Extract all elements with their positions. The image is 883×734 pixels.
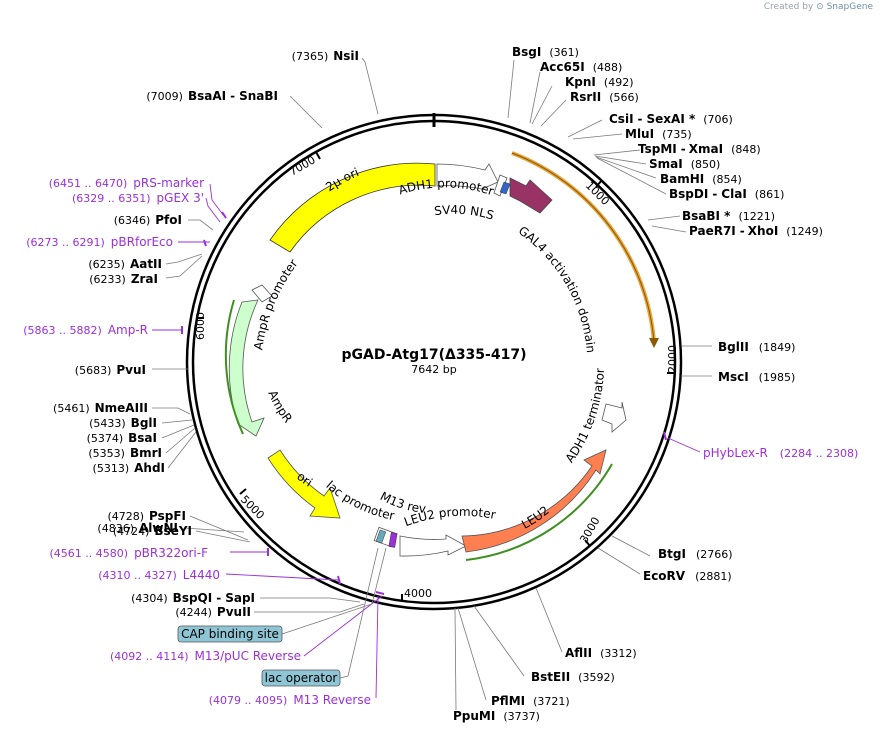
site-ahdi[interactable]: (5313)AhdI bbox=[93, 461, 165, 475]
tick-7000 bbox=[315, 151, 321, 160]
gal4-orf-arrowhead bbox=[649, 338, 659, 348]
feature-nls-marker bbox=[499, 181, 511, 195]
site-tspmi-xmai[interactable]: TspMI-XmaI(848) bbox=[638, 142, 761, 156]
lac-operator-leader bbox=[339, 547, 379, 679]
site-aflii[interactable]: AflII(3312) bbox=[565, 646, 637, 660]
snapgene-credit: Created by ⊙ SnapGene bbox=[764, 2, 873, 12]
site-bsgi[interactable]: BsgI(361) bbox=[512, 45, 579, 59]
site-rsrii[interactable]: RsrII(566) bbox=[570, 90, 639, 104]
site-zrai[interactable]: (6233)ZraI bbox=[89, 272, 158, 286]
primer-pgex3[interactable]: (6329 .. 6351)pGEX 3' bbox=[72, 191, 204, 205]
feature-adh1-terminator bbox=[601, 401, 627, 433]
site-ppumi[interactable]: PpuMI(3737) bbox=[453, 709, 540, 723]
primer-m13-puc-reverse[interactable]: (4092 .. 4114)M13/pUC Reverse bbox=[110, 649, 301, 663]
label-ampr-promoter: AmpR promoter bbox=[251, 257, 300, 351]
feature-m13-rev-block bbox=[388, 532, 398, 548]
plasmid-title: pGAD-Atg17(Δ335-417) bbox=[342, 347, 527, 363]
tick-label-6000: 6000 bbox=[194, 312, 207, 340]
ampr-orf-marker bbox=[224, 299, 244, 435]
site-bgli[interactable]: (5433)BglI bbox=[89, 416, 157, 430]
primer-amp-r[interactable]: (5863 .. 5882)Amp-R bbox=[23, 323, 148, 337]
enzyme-leaders bbox=[152, 57, 712, 711]
enzyme-labels-left: (7365)NsiI (7009)BsaAI-SnaBI (6346)PfoI … bbox=[53, 49, 359, 619]
cap-site-label: CAP binding site bbox=[181, 627, 279, 641]
primer-phyblex-r[interactable]: pHybLex-R(2284 .. 2308) bbox=[703, 446, 858, 460]
cap-site-box[interactable] bbox=[177, 625, 283, 643]
primer-pbrforeco[interactable]: (6273 .. 6291)pBRforEco bbox=[26, 235, 173, 249]
cap-site-leader bbox=[281, 547, 387, 635]
tick-label-3000: 3000 bbox=[577, 515, 602, 546]
primer-l4440[interactable]: (4310 .. 4327)L4440 bbox=[98, 568, 220, 582]
feature-leu2-promoter bbox=[399, 534, 467, 557]
site-kpni[interactable]: KpnI(492) bbox=[565, 75, 634, 89]
snapgene-logo: ⊙ bbox=[816, 2, 824, 12]
gal4-orf-core bbox=[511, 152, 655, 343]
label-ampr: AmpR bbox=[265, 388, 295, 425]
feature-ampr-promoter bbox=[251, 284, 273, 303]
site-ecorv[interactable]: EcoRV(2881) bbox=[643, 569, 732, 583]
site-msci[interactable]: MscI(1985) bbox=[718, 370, 795, 384]
site-bseyi[interactable]: (4724)BseYI bbox=[113, 524, 192, 538]
feature-gal4-activation-domain bbox=[509, 177, 553, 214]
site-pspfi[interactable]: (4728)PspFI bbox=[107, 509, 186, 523]
feature-ori bbox=[267, 449, 341, 519]
site-pfoi[interactable]: (6346)PfoI bbox=[114, 213, 182, 227]
site-smai[interactable]: SmaI(850) bbox=[649, 157, 720, 171]
label-adh1-terminator: ADH1 terminator bbox=[563, 368, 607, 465]
site-pflmi[interactable]: PflMI(3721) bbox=[491, 694, 570, 708]
site-nsii[interactable]: (7365)NsiI bbox=[292, 49, 359, 63]
plasmid-size: 7642 bp bbox=[411, 363, 456, 376]
primer-prs-marker[interactable]: (6451 .. 6470)pRS-marker bbox=[49, 176, 204, 190]
primer-leaders bbox=[152, 183, 701, 699]
site-bsai[interactable]: (5374)BsaI bbox=[87, 431, 157, 445]
tick-3000 bbox=[584, 539, 591, 547]
site-aatii[interactable]: (6235)AatII bbox=[88, 257, 162, 271]
site-bsabi[interactable]: BsaBI *(1221) bbox=[682, 209, 775, 223]
site-alwni[interactable]: (4836)AlwNI bbox=[97, 521, 178, 535]
primer-pbr322ori-f[interactable]: (4561 .. 4580)pBR322ori-F bbox=[50, 546, 209, 560]
site-bamhi[interactable]: BamHI(854) bbox=[660, 172, 742, 186]
site-bmri[interactable]: (5353)BmrI bbox=[88, 446, 162, 460]
tick-label-4000: 4000 bbox=[404, 587, 432, 600]
site-btgi[interactable]: BtgI(2766) bbox=[658, 547, 733, 561]
tick-5000 bbox=[239, 488, 247, 495]
site-bspdi-clai[interactable]: BspDI-ClaI(861) bbox=[669, 187, 784, 201]
lac-operator-box[interactable] bbox=[261, 669, 341, 687]
boxed-feature-labels: CAP binding site lac operator bbox=[177, 625, 341, 687]
credit-prefix: Created by bbox=[763, 2, 814, 12]
primer-labels: (6451 .. 6470)pRS-marker (6329 .. 6351)p… bbox=[23, 176, 858, 707]
feature-ampr bbox=[228, 299, 265, 437]
site-nmeaiii[interactable]: (5461)NmeAIII bbox=[53, 401, 148, 415]
site-acc65i[interactable]: Acc65I(488) bbox=[540, 60, 622, 74]
lac-operator-label: lac operator bbox=[265, 671, 338, 685]
tick-label-7000: 7000 bbox=[287, 153, 318, 178]
label-gal4-activation-domain: GAL4 activation domain bbox=[516, 223, 598, 353]
site-paer7i-xhoi[interactable]: PaeR7I-XhoI(1249) bbox=[689, 224, 823, 238]
site-bsteii[interactable]: BstEII(3592) bbox=[531, 670, 615, 684]
feature-leu2 bbox=[461, 449, 607, 553]
site-pvui[interactable]: (5683)PvuI bbox=[75, 363, 146, 377]
site-pvuii[interactable]: (4244)PvuII bbox=[175, 605, 251, 619]
site-csii-sexai[interactable]: CsiI-SexAI *(706) bbox=[609, 112, 733, 126]
leu2-orf-marker bbox=[465, 463, 613, 561]
feature-2mu-ori bbox=[269, 162, 436, 253]
site-mlui[interactable]: MluI(735) bbox=[625, 127, 692, 141]
site-bsaai-snabi[interactable]: (7009)BsaAI-SnaBI bbox=[146, 89, 278, 103]
label-sv40-nls: SV40 NLS bbox=[433, 203, 495, 223]
enzyme-labels-right: BsgI(361) Acc65I(488) KpnI(492) RsrII(56… bbox=[453, 45, 823, 723]
primer-m13-reverse[interactable]: (4079 .. 4095)M13 Reverse bbox=[209, 693, 371, 707]
credit-brand: SnapGene bbox=[826, 2, 873, 12]
feature-cap-site-block bbox=[375, 529, 387, 544]
tick-label-2000: 2000 bbox=[666, 345, 679, 373]
feature-sv40-nls-small bbox=[493, 174, 508, 197]
tick-1000 bbox=[595, 179, 603, 188]
site-bspqi-sapi[interactable]: (4304)BspQI-SapI bbox=[131, 591, 255, 605]
site-bglii[interactable]: BglII(1849) bbox=[718, 340, 795, 354]
